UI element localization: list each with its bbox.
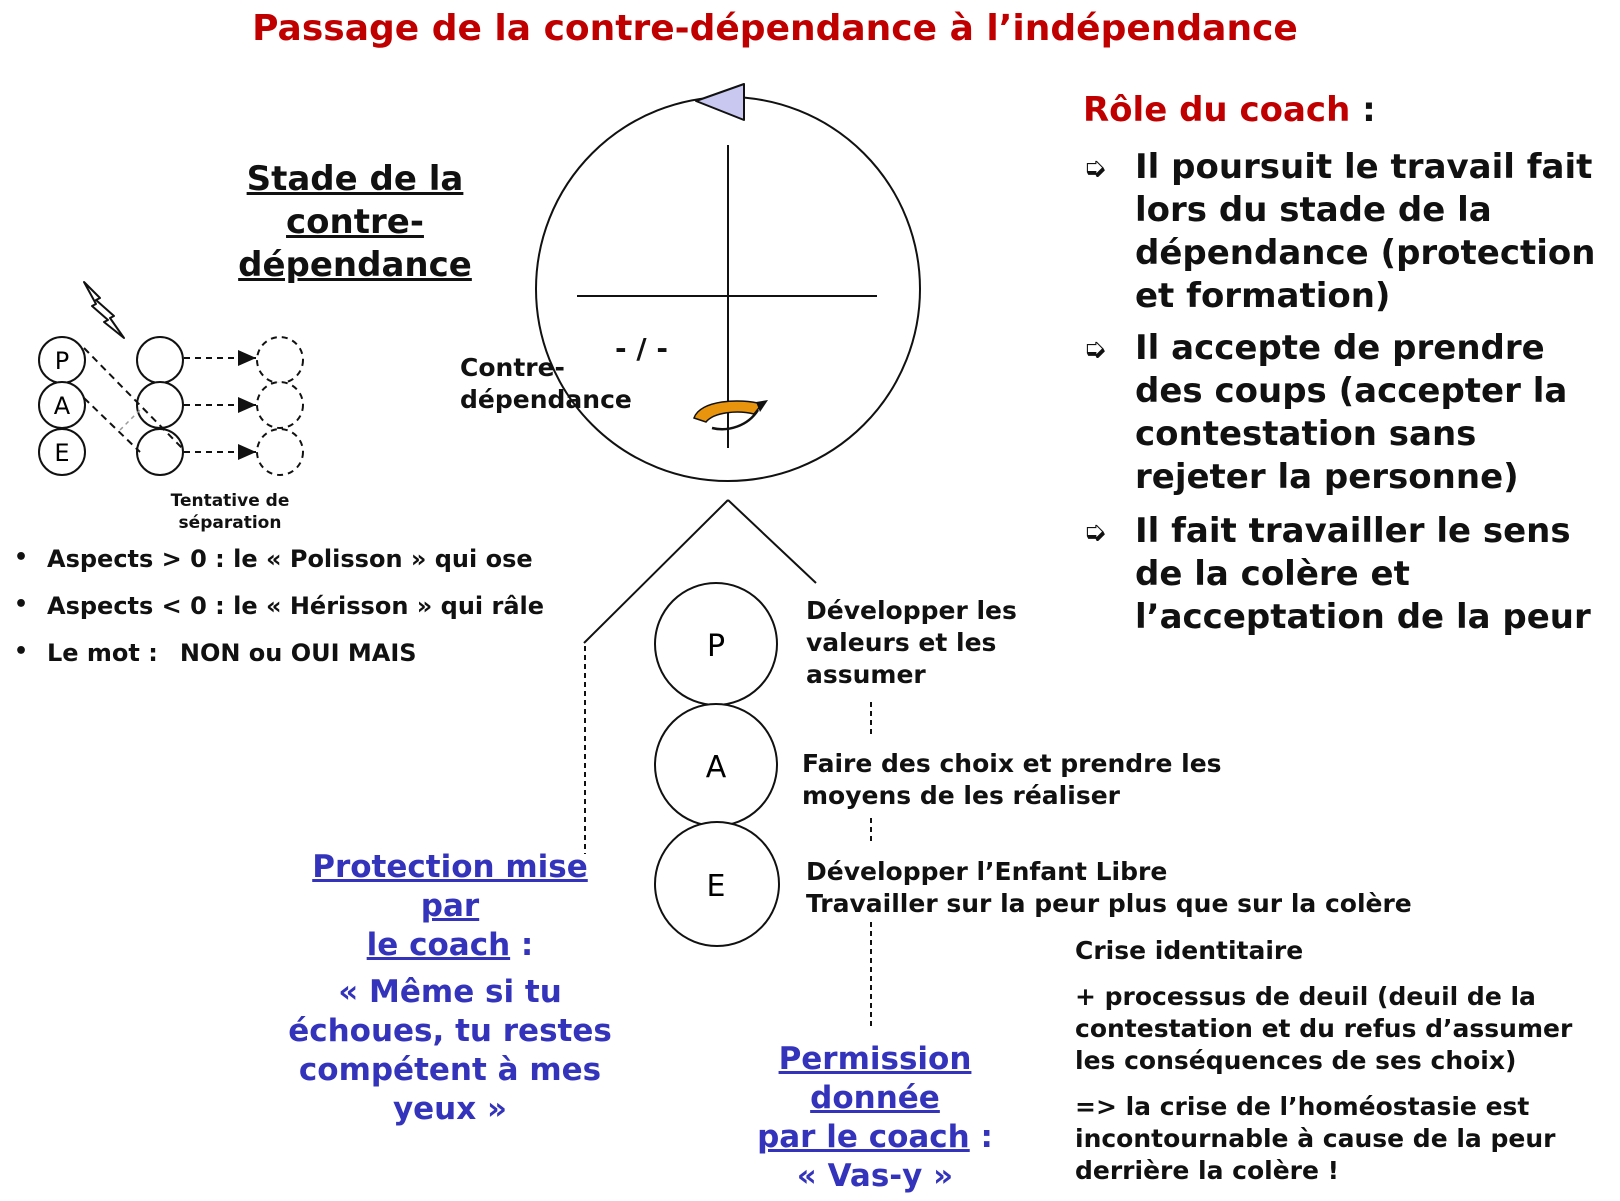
- aspect-word-value: NON ou OUI MAIS: [179, 639, 417, 667]
- pae-a-letter: A: [706, 750, 727, 785]
- pae-p-description: Développer les valeurs et les assumer: [806, 595, 1017, 691]
- stage-title-line-2: contre-: [286, 202, 424, 242]
- roof-shape: [583, 499, 817, 854]
- pae-e-letter: E: [707, 869, 726, 904]
- e-desc-line-1: Développer l’Enfant Libre: [806, 857, 1168, 886]
- e-desc-line-2: Travailler sur la peur plus que sur la c…: [806, 889, 1412, 918]
- hollow-arrow-icon: ➭: [1083, 151, 1107, 184]
- bullet-dot: •: [14, 592, 29, 617]
- caption-line-2: séparation: [178, 513, 282, 533]
- pae-e-circle: [654, 821, 780, 947]
- aspect-text: Aspects < 0 : le « Hérisson » qui râle: [47, 592, 545, 620]
- hollow-arrow-icon: ➭: [1083, 332, 1107, 365]
- role-item-text: Il poursuit le travail fait lors du stad…: [1135, 147, 1596, 316]
- protection-colon: :: [510, 927, 534, 963]
- p-desc-line-1: Développer les: [806, 596, 1017, 625]
- role-item-text: Il fait travailler le sens de la colère …: [1135, 511, 1591, 637]
- caption-line-1: Tentative de: [170, 491, 290, 511]
- middle-a-circle: [136, 381, 184, 429]
- stage-title-line-3: dépendance: [238, 245, 472, 285]
- quote-line-3: compétent à mes: [298, 1052, 602, 1088]
- pae-e-description: Développer l’Enfant Libre Travailler sur…: [806, 856, 1412, 920]
- cycle-diagram: [535, 83, 921, 482]
- permission-title-line-1: Permission donnée: [778, 1041, 972, 1116]
- pae-a-description: Faire des choix et prendre les moyens de…: [802, 748, 1222, 812]
- bullet-dot: •: [14, 639, 29, 664]
- aspect-text: Aspects > 0 : le « Polisson » qui ose: [47, 545, 533, 573]
- middle-e-circle: [136, 428, 184, 476]
- quote-line-1: « Même si tu: [338, 974, 562, 1010]
- permission-title-line-2: par le coach: [757, 1119, 970, 1155]
- permission-quote: « Vas-y »: [796, 1158, 954, 1194]
- cycle-label-line-1: Contre-: [460, 353, 565, 382]
- lightning-icon: [83, 281, 125, 339]
- left-e-circle: [38, 428, 86, 476]
- left-e-letter: E: [54, 439, 69, 467]
- left-ego-diagram: P A E: [38, 281, 304, 476]
- pae-stack: P A E: [654, 582, 872, 1030]
- roof-left-line: [583, 499, 729, 644]
- crisis-line-homeostasis: => la crise de l’homéostasie est inconto…: [1075, 1092, 1556, 1185]
- permission-block: Permission donnée par le coach : « Vas-y…: [715, 1040, 1035, 1196]
- bullet-dot: •: [14, 545, 29, 570]
- p-desc-line-3: assumer: [806, 660, 926, 689]
- aspect-word-line: Le mot : NON ou OUI MAIS: [47, 639, 417, 667]
- rotation-arrow-icon: [693, 400, 768, 431]
- protection-title-line-2: le coach: [366, 927, 511, 963]
- cycle-label-line-2: dépendance: [460, 385, 632, 414]
- stage-title: Stade de la contre- dépendance: [200, 158, 510, 287]
- protection-quote: « Même si tu échoues, tu restes compéten…: [280, 973, 620, 1129]
- left-a-letter: A: [54, 392, 71, 420]
- left-diagram-caption: Tentative de séparation: [145, 490, 315, 534]
- diagonal-dash-2: [83, 397, 141, 453]
- middle-p-circle: [136, 336, 184, 384]
- aspect-word-label: Le mot :: [47, 639, 158, 667]
- crisis-line-grief: + processus de deuil (deuil de la contes…: [1075, 982, 1573, 1075]
- a-desc-line-2: moyens de les réaliser: [802, 781, 1120, 810]
- protection-block: Protection mise par le coach : « Même si…: [280, 848, 620, 1129]
- quote-line-4: yeux »: [392, 1091, 508, 1127]
- role-title: Rôle du coach :: [1083, 90, 1376, 130]
- role-title-colon: :: [1350, 90, 1376, 130]
- protection-title-line-1: Protection mise par: [312, 849, 588, 924]
- quote-line-2: échoues, tu restes: [288, 1013, 612, 1049]
- stage-title-line-1: Stade de la: [246, 159, 464, 199]
- cycle-stage-label: Contre- dépendance: [460, 352, 632, 416]
- p-desc-line-2: valeurs et les: [806, 628, 997, 657]
- pae-p-letter: P: [707, 629, 725, 664]
- crisis-line-identity: Crise identitaire: [1075, 936, 1304, 965]
- cycle-direction-arrow-icon: [695, 83, 745, 121]
- permission-colon: :: [969, 1119, 993, 1155]
- target-p-circle: [256, 336, 304, 384]
- target-a-circle: [256, 381, 304, 429]
- left-p-letter: P: [55, 347, 69, 375]
- diagonal-dash-3: [119, 409, 141, 431]
- a-desc-line-1: Faire des choix et prendre les: [802, 749, 1222, 778]
- roof-right-line: [727, 499, 817, 584]
- role-title-text: Rôle du coach: [1083, 90, 1351, 130]
- page-title: Passage de la contre-dépendance à l’indé…: [252, 8, 1298, 49]
- target-e-circle: [256, 428, 304, 476]
- role-item-text: Il accepte de prendre des coups (accepte…: [1135, 328, 1568, 497]
- cycle-quadrant-sign: - / -: [615, 332, 668, 365]
- hollow-arrow-icon: ➭: [1083, 515, 1107, 548]
- crisis-block: Crise identitaire + processus de deuil (…: [1075, 935, 1595, 1201]
